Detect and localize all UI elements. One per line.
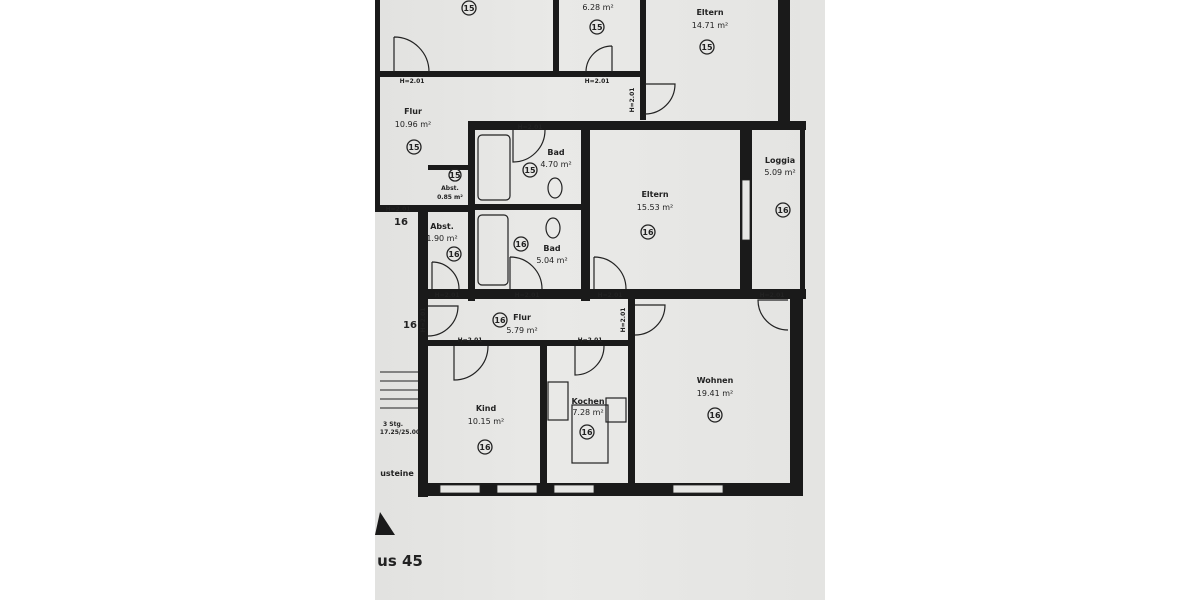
plan-label: H=2.01 <box>435 292 460 299</box>
plan-label: 15 <box>524 166 536 175</box>
room-name: Kind <box>476 404 497 413</box>
plan-label: 16 <box>777 206 789 215</box>
plan-label: 15 <box>701 43 713 52</box>
plan-label: H=2.01 <box>386 206 411 213</box>
plan-label: H=2.01 <box>629 88 636 113</box>
unit-markers: 15 15 15 15 15 15 16 16 16 16 16 16 16 1… <box>394 0 791 455</box>
plan-label: H=2.01 <box>760 292 785 299</box>
room-name: Flur <box>513 313 531 322</box>
plan-label: H=2.01 <box>518 124 543 131</box>
walls <box>375 0 806 497</box>
stairs <box>380 371 418 409</box>
room-name: Abst. <box>441 185 459 192</box>
room-area: 19.41 m² <box>697 389 733 398</box>
room-name: Eltern <box>641 190 668 199</box>
plan-label: 16 <box>494 316 506 325</box>
fixtures <box>375 134 627 535</box>
room-name: Abst. <box>430 222 454 231</box>
room-area: 10.96 m² <box>395 120 431 129</box>
fragment-label: usteine <box>380 469 414 478</box>
plan-label: 15 <box>591 23 603 32</box>
door-height-labels: H=2.01 H=2.01 H=2.01 H=2.01 H=2.01 H=2.0… <box>386 78 785 344</box>
room-area: 7.28 m² <box>572 408 603 417</box>
windows <box>439 179 751 494</box>
room-area: 15.53 m² <box>637 203 673 212</box>
plan-label: 15 <box>449 171 461 180</box>
plan-label: 16 <box>394 217 408 228</box>
room-name: Loggia <box>765 156 795 165</box>
room-name: Bad <box>547 148 564 157</box>
stair-steps: 3 Stg. <box>383 421 403 428</box>
house-label: us 45 <box>377 552 423 570</box>
plan-label: H=2.01 <box>400 78 425 85</box>
plan-label: 15 <box>463 4 475 13</box>
plan-label: 16 <box>448 250 460 259</box>
plan-label: H=2.01 <box>598 292 623 299</box>
room-name: Wohnen <box>697 376 734 385</box>
plan-label: H=2.01 <box>420 308 427 333</box>
room-area: 5.09 m² <box>764 168 795 177</box>
room-name: Eltern <box>696 8 723 17</box>
plan-label: 16 <box>479 443 491 452</box>
plan-label: 15 <box>408 143 420 152</box>
plan-label: H=2.01 <box>578 337 603 344</box>
doors <box>393 36 789 381</box>
plan-label: 16 <box>515 240 527 249</box>
room-name: Bad <box>543 244 560 253</box>
room-area: 5.79 m² <box>506 326 537 335</box>
paper-background <box>375 0 825 600</box>
room-name: Kochen <box>571 397 604 406</box>
plan-label: 16 <box>403 320 417 331</box>
room-area: 10.15 m² <box>468 417 504 426</box>
plan-label: H=2.01 <box>620 308 627 333</box>
plan-label: 16 <box>709 411 721 420</box>
room-area: 14.71 m² <box>692 21 728 30</box>
room-area: 6.28 m² <box>582 3 613 12</box>
stair-dimensions: 17.25/25.00 <box>380 429 420 436</box>
plan-label: H=2.01 <box>458 337 483 344</box>
plan-label: 16 <box>642 228 654 237</box>
room-area: 5.04 m² <box>536 256 567 265</box>
room-area: 4.70 m² <box>540 160 571 169</box>
room-area: 0.85 m² <box>437 194 463 201</box>
north-arrow <box>375 512 395 535</box>
plan-label: H=2.01 <box>515 292 540 299</box>
plan-label: H=2.01 <box>585 78 610 85</box>
room-labels: 6.28 m² Eltern 14.71 m² Flur 10.96 m² Ba… <box>395 3 796 426</box>
plan-label: 16 <box>581 428 593 437</box>
room-area: 1.90 m² <box>426 234 457 243</box>
room-name: Flur <box>404 107 422 116</box>
